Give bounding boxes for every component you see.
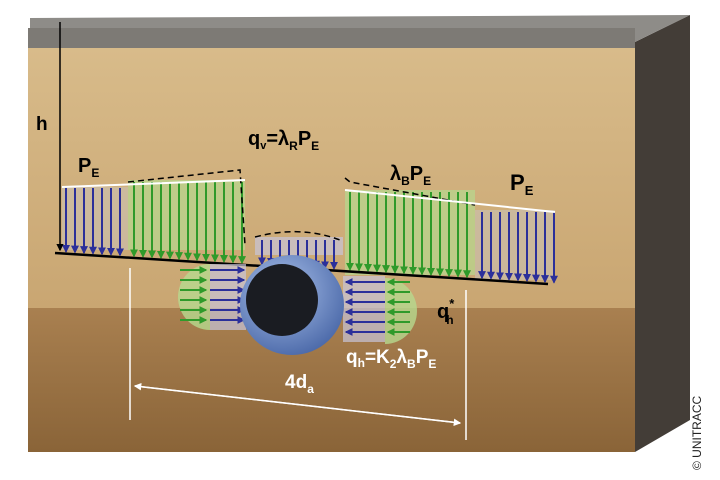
copyright: © UNITRACC	[690, 395, 704, 470]
pe-left-block	[62, 187, 128, 250]
pe-right-block	[475, 210, 555, 280]
lambda-b-pe-label: λBPE	[390, 163, 431, 188]
gravel-layer	[28, 28, 635, 48]
load-top-right	[344, 189, 556, 213]
qh-star-label: q*h	[437, 296, 455, 327]
qv-label: qv=λRPE	[248, 128, 319, 153]
pipe-bore	[246, 264, 318, 336]
pe-right-label: PE	[510, 170, 534, 198]
h-label: h	[36, 114, 48, 135]
block-side-face	[635, 15, 690, 452]
qh-label: qh=K2λBPE	[346, 347, 436, 371]
side-arrows	[180, 266, 410, 336]
load-curve	[127, 169, 476, 246]
load-arrows	[62, 182, 558, 284]
green-load-left	[128, 180, 245, 250]
4da-dimension-back	[133, 382, 461, 424]
4da-label: 4da	[285, 372, 314, 396]
pe-left-label: PE	[78, 155, 99, 180]
green-load-right	[345, 190, 475, 275]
load-top-left	[61, 179, 246, 188]
